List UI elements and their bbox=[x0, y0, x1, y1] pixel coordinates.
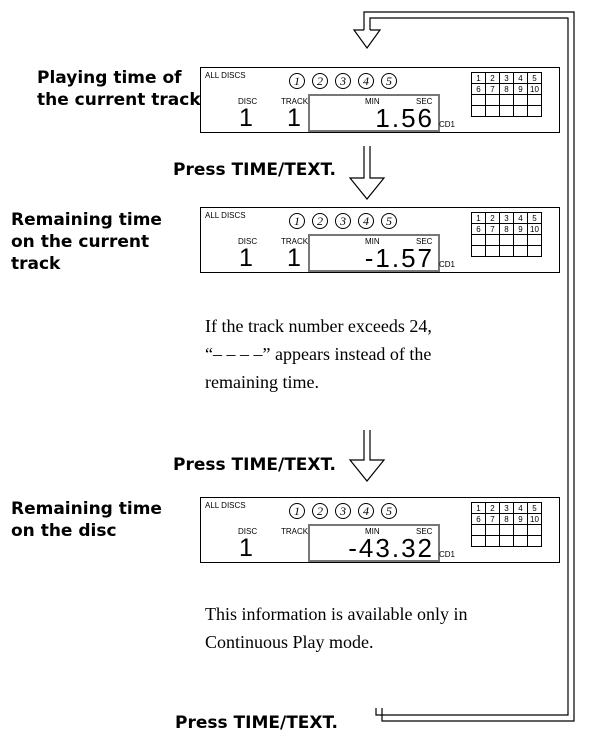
sec-label: SEC bbox=[416, 237, 433, 246]
min-label: MIN bbox=[365, 97, 380, 106]
all-discs-label: ALL DISCS bbox=[205, 211, 246, 220]
disc-label: DISC bbox=[238, 97, 258, 106]
press-time-text-3: Press TIME/TEXT. bbox=[175, 713, 338, 733]
label-remaining-disc: Remaining time on the disc bbox=[11, 499, 162, 541]
track-label: TRACK bbox=[281, 237, 309, 246]
label-playing-time: Playing time of the current track bbox=[37, 68, 201, 110]
sec-label: SEC bbox=[416, 97, 433, 106]
time-value: -1.57 bbox=[364, 243, 434, 273]
min-label: MIN bbox=[365, 527, 380, 536]
disc-label: DISC bbox=[238, 237, 258, 246]
track-label: TRACK bbox=[281, 527, 309, 536]
disc-number: 1 bbox=[239, 244, 253, 272]
track-number: 1 bbox=[287, 104, 301, 132]
note-continuous: This information is available only in Co… bbox=[205, 604, 468, 652]
cd-label: CD1 bbox=[439, 120, 456, 129]
track-number: 1 bbox=[287, 244, 301, 272]
cd-label: CD1 bbox=[439, 260, 456, 269]
press-time-text-2: Press TIME/TEXT. bbox=[173, 455, 336, 475]
track-label: TRACK bbox=[281, 97, 309, 106]
time-display: MIN SEC -1.57 bbox=[308, 234, 440, 272]
cd-label: CD1 bbox=[439, 550, 456, 559]
all-discs-label: ALL DISCS bbox=[205, 501, 246, 510]
all-discs-label: ALL DISCS bbox=[205, 71, 246, 80]
time-display: MIN SEC -43.32 bbox=[308, 524, 440, 562]
sec-label: SEC bbox=[416, 527, 433, 536]
time-display: MIN SEC 1.56 bbox=[308, 94, 440, 132]
disc-number: 1 bbox=[239, 104, 253, 132]
time-value: 1.56 bbox=[375, 103, 434, 133]
label-remaining-track: Remaining time on the current track bbox=[11, 210, 162, 274]
note-track-exceeds: If the track number exceeds 24, “– – – –… bbox=[205, 316, 432, 392]
press-time-text-1: Press TIME/TEXT. bbox=[173, 160, 336, 180]
time-value: -43.32 bbox=[348, 533, 434, 563]
min-label: MIN bbox=[365, 237, 380, 246]
disc-number: 1 bbox=[239, 534, 253, 562]
disc-label: DISC bbox=[238, 527, 258, 536]
